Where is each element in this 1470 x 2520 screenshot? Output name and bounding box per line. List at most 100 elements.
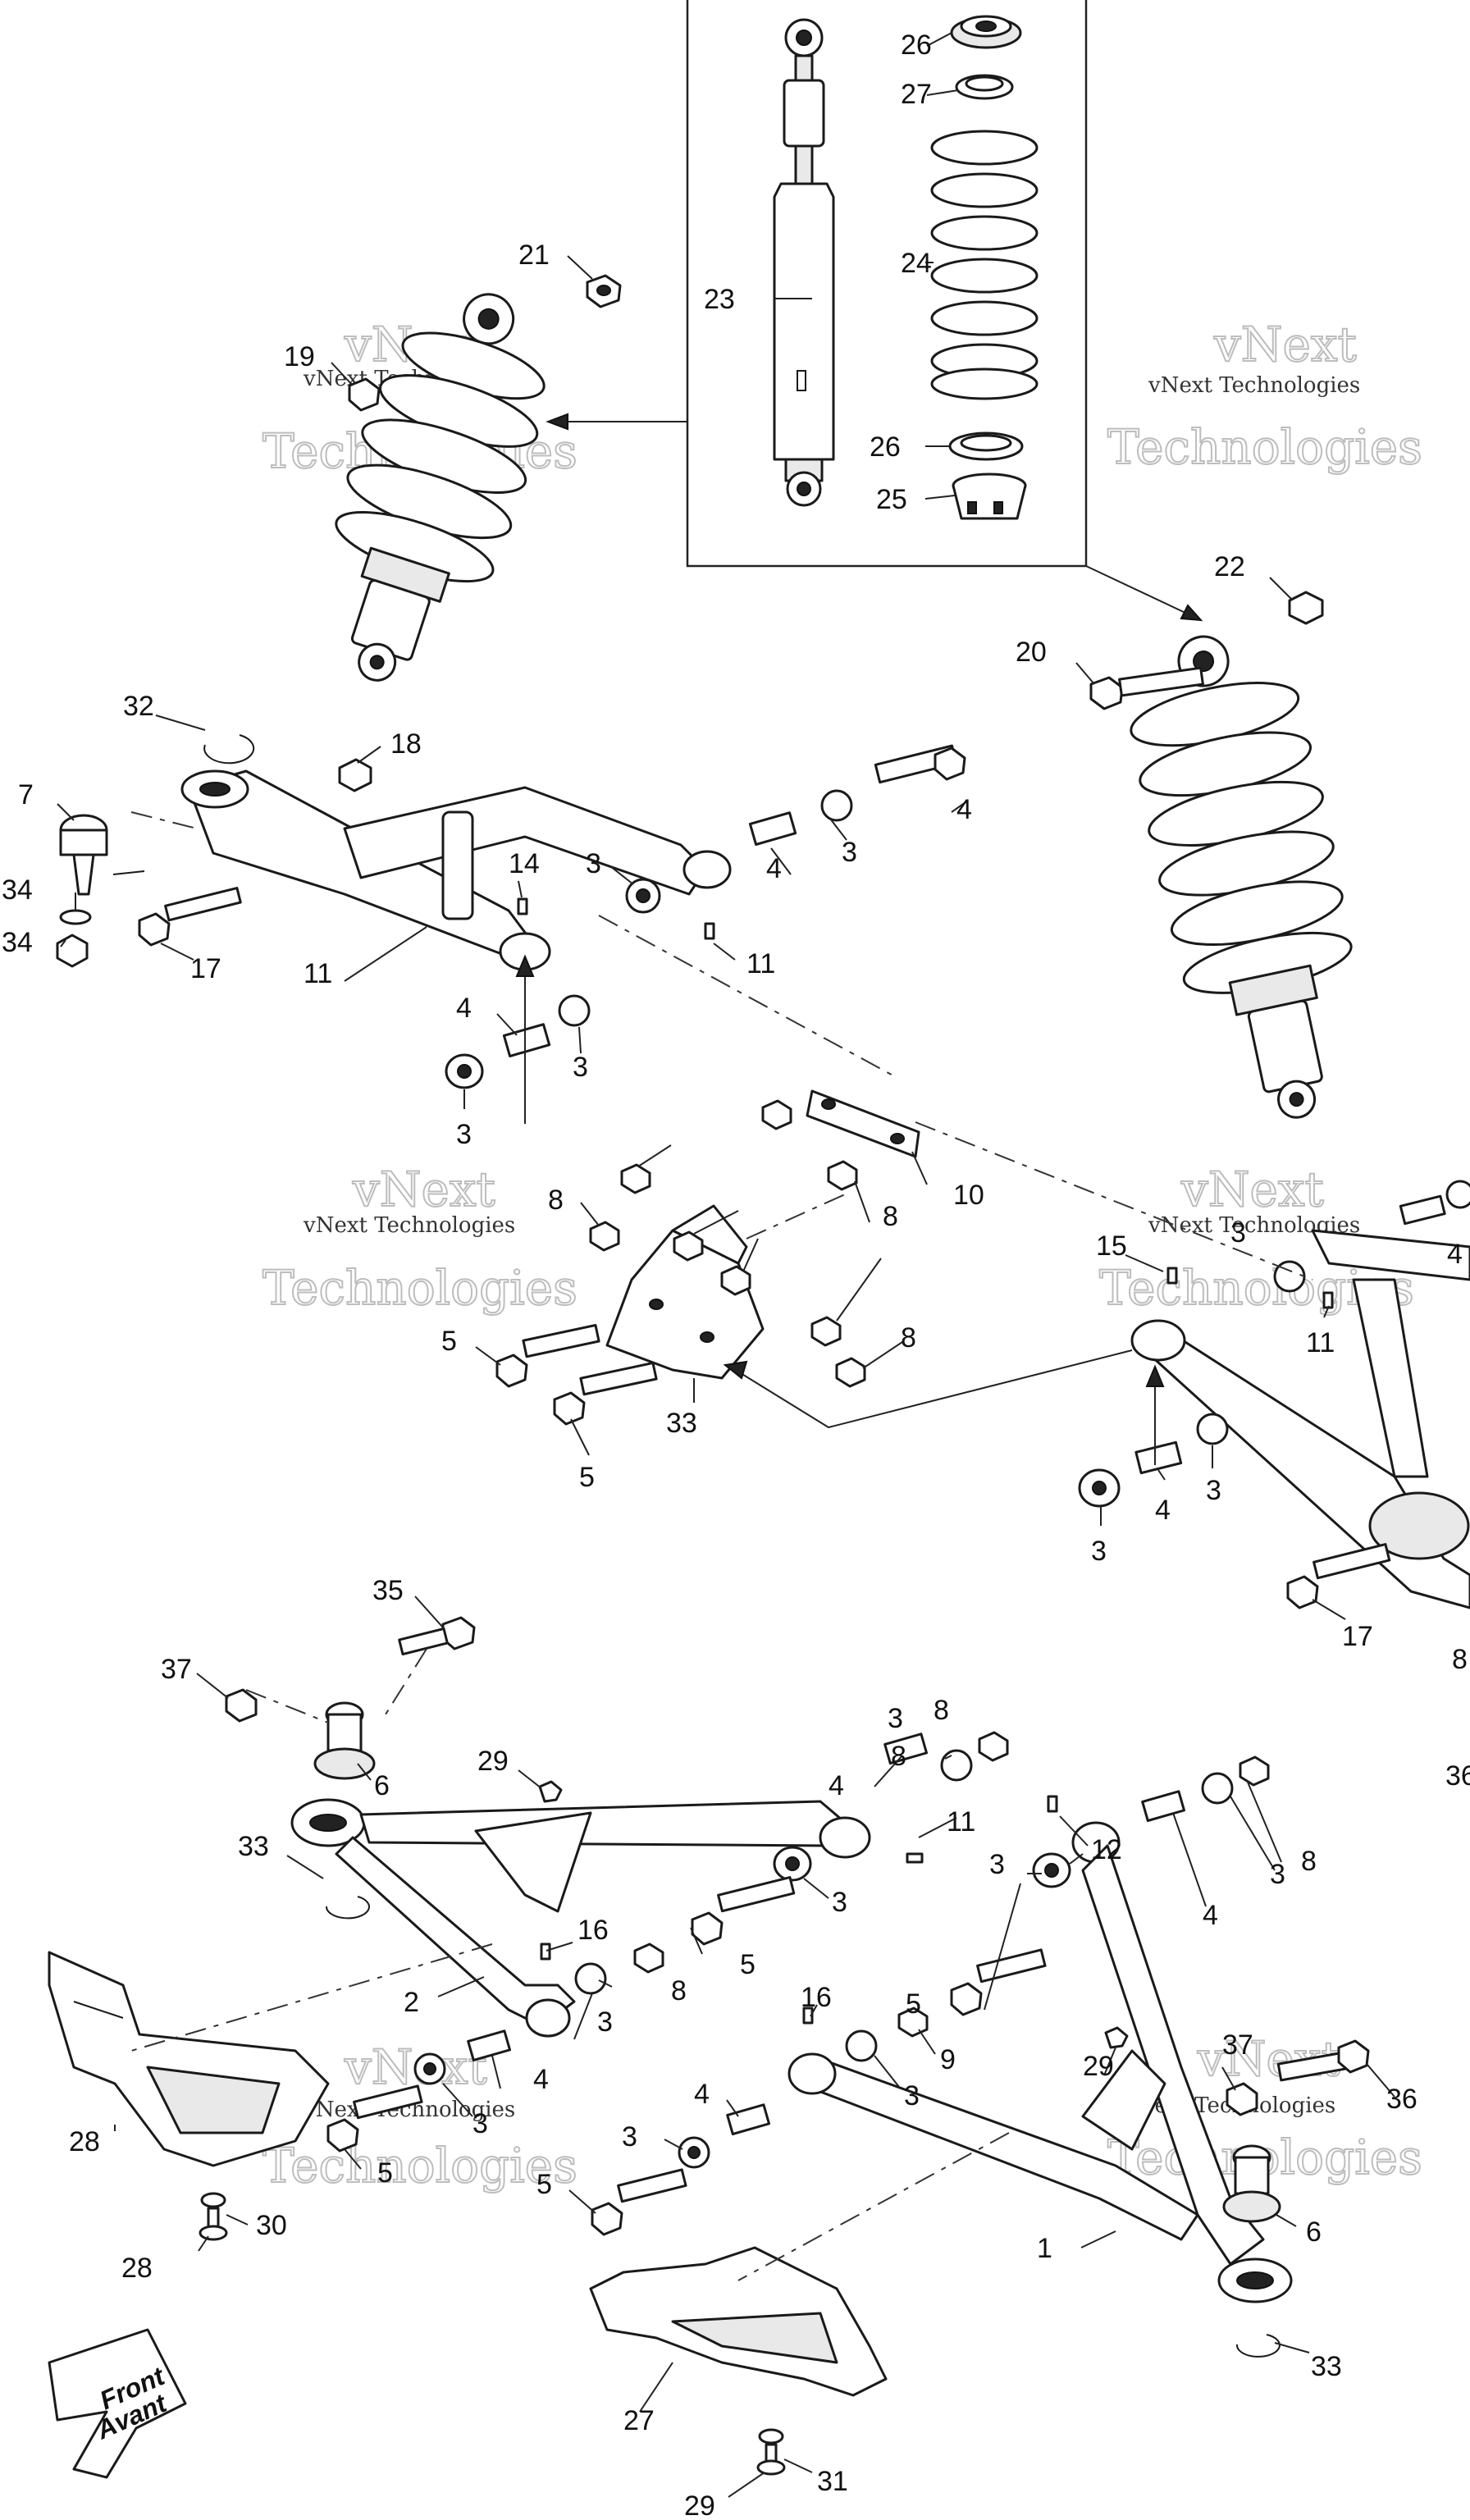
callout-label: 16 <box>801 1982 832 2013</box>
nut-part <box>1226 2082 1258 2116</box>
callout-label: 3 <box>1091 1536 1107 1567</box>
callout-label: 34 <box>2 874 33 906</box>
callout-label: 26 <box>901 30 932 61</box>
bushing-part <box>845 2029 878 2062</box>
callout-labels: 26 27 24 23 26 25 21 19 22 20 32 18 7 34… <box>2 30 1470 2520</box>
callout-label: 36 <box>1386 2084 1418 2115</box>
sleeve-part <box>726 2103 771 2136</box>
sleeve-part <box>1399 1194 1446 1226</box>
callout-label: 32 <box>123 691 154 722</box>
sleeve-part <box>883 1732 929 1765</box>
bolt-part <box>553 1362 658 1426</box>
callout-label: 3 <box>1230 1217 1246 1249</box>
bolt-part <box>1276 2039 1370 2082</box>
callout-label: 3 <box>573 1052 588 1083</box>
nut-part <box>1288 591 1324 625</box>
nut-part <box>897 2006 929 2038</box>
callout-label: 3 <box>888 1703 903 1734</box>
sleeve-part <box>1141 1790 1186 1823</box>
callout-label: 37 <box>161 1654 192 1685</box>
nut-part <box>589 1221 620 1252</box>
callout-label: 3 <box>989 1849 1005 1880</box>
retainer-part <box>538 1780 563 1803</box>
callout-label: 33 <box>666 1408 697 1439</box>
callout-label: 28 <box>69 2126 100 2157</box>
bushing-part <box>574 1962 607 1995</box>
watermark-vnext: vNext <box>1180 1162 1324 1217</box>
callout-label: 5 <box>377 2157 393 2189</box>
watermark-vnext: vNext <box>1213 317 1357 372</box>
bushing-part <box>820 789 853 822</box>
nut-part <box>225 1688 258 1723</box>
callout-label: 11 <box>947 1806 975 1838</box>
callout-label: 3 <box>472 2108 488 2139</box>
callout-label: 29 <box>477 1746 509 1777</box>
callout-label: 20 <box>1016 637 1047 668</box>
watermark-vnext: vNext <box>352 1162 495 1217</box>
callout-label: 18 <box>390 728 422 760</box>
bolt-part <box>1286 1543 1391 1609</box>
nut-part <box>1239 1755 1270 1787</box>
bushing-part <box>1445 1180 1470 1209</box>
nut-part <box>673 1230 704 1262</box>
nut-part <box>978 1731 1009 1762</box>
bolt-part <box>756 2428 786 2476</box>
circlip-part <box>203 734 255 765</box>
spring-retainer-part <box>950 15 1022 49</box>
bolt-part <box>874 744 966 784</box>
callout-label: 1 <box>1037 2233 1052 2264</box>
callout-label: 22 <box>1214 551 1245 582</box>
callout-label: 30 <box>256 2210 287 2241</box>
callout-label: 15 <box>1096 1230 1127 1262</box>
callout-label: 7 <box>18 779 34 810</box>
bolt-part <box>1089 666 1204 710</box>
grease-fitting-part <box>540 1942 551 1961</box>
bushing-part <box>940 1749 973 1782</box>
ball-joint-part <box>1222 2144 1281 2223</box>
callout-label: 8 <box>901 1322 916 1354</box>
nut-part <box>338 758 372 792</box>
callout-label: 4 <box>1203 1900 1218 1931</box>
assembly-dashed-lines <box>130 811 1313 1281</box>
callout-label: 17 <box>1342 1621 1373 1652</box>
callout-label: 28 <box>121 2253 153 2284</box>
callout-label: 3 <box>842 837 857 868</box>
lower-right-a-arm-part <box>788 1821 1293 2303</box>
shock-absorber-part <box>773 18 835 507</box>
callout-label: 4 <box>829 1770 844 1801</box>
bushing-part <box>413 2052 446 2085</box>
callout-label: 6 <box>374 1770 390 1801</box>
callout-label: 24 <box>901 248 932 279</box>
callout-label: 11 <box>1306 1327 1335 1358</box>
bolt-part <box>398 1616 476 1656</box>
callout-label: 25 <box>876 484 907 515</box>
watermark-small-text: vNext Technologies <box>1148 373 1360 398</box>
skid-plate-part <box>48 1951 330 2167</box>
retainer-clip-part <box>955 74 1014 100</box>
callout-label: 3 <box>586 848 601 879</box>
callout-label: 36 <box>1445 1760 1470 1792</box>
adjuster-cup-part <box>952 472 1027 520</box>
bushing-part <box>1032 1852 1071 1888</box>
callout-label: 8 <box>883 1201 898 1232</box>
bushing-part <box>625 878 661 914</box>
callout-label: 27 <box>623 2405 655 2436</box>
bolt-part <box>138 887 242 947</box>
spring-washer-part <box>948 431 1024 461</box>
grease-fitting-part <box>802 2006 814 2025</box>
sleeve-part <box>502 1023 551 1057</box>
watermark-technologies: Technologies <box>1107 419 1422 475</box>
coil-spring-part <box>930 130 1039 400</box>
callout-label: 31 <box>817 2466 848 2497</box>
callout-label: 19 <box>284 341 315 372</box>
bolt-part <box>620 1163 651 1194</box>
callout-label: 34 <box>2 927 33 958</box>
callout-label: 3 <box>1206 1475 1221 1506</box>
washer-part <box>59 909 92 925</box>
watermark-small-text: vNext Technologies <box>303 1213 515 1238</box>
bolt-part <box>199 2192 228 2241</box>
bushing-part <box>678 2136 710 2169</box>
sleeve-part <box>467 2029 512 2062</box>
bushing-part <box>773 1846 812 1882</box>
circlip-part <box>1235 2334 1281 2358</box>
